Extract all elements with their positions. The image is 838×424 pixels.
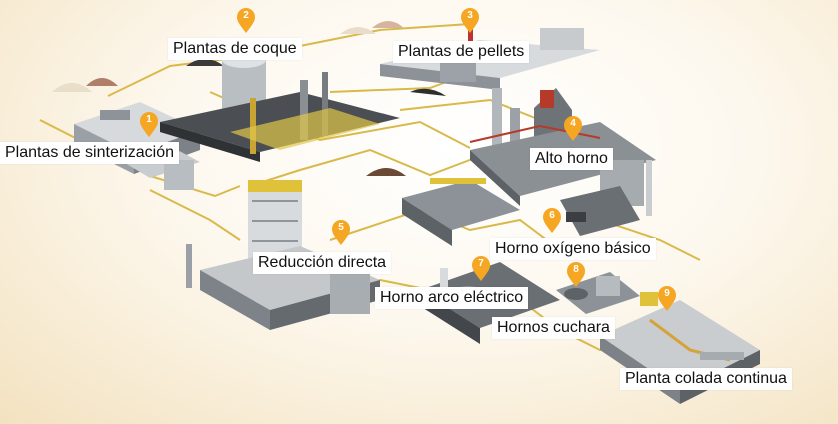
pin-marker-5: 5 [331,220,351,246]
label-blast-furnace[interactable]: Alto horno [530,148,613,170]
coke-plant-icon [160,52,400,162]
pin-marker-6: 6 [542,208,562,234]
pin-marker-7: 7 [471,256,491,282]
pin-number: 9 [664,288,670,299]
basic-oxygen-furnace-icon [402,178,640,246]
pin-marker-8: 8 [566,262,586,288]
label-coke-plants[interactable]: Plantas de coque [168,38,302,60]
label-continuous-casting[interactable]: Planta colada continua [620,368,792,390]
pin-marker-3: 3 [460,8,480,34]
raw-material-piles [52,21,446,176]
pin-marker-9: 9 [657,286,677,312]
label-pellet-plants[interactable]: Plantas de pellets [393,41,530,63]
direct-reduction-icon [186,180,380,330]
pin-number: 7 [478,258,484,269]
pin-number: 2 [243,10,249,21]
label-electric-arc-furnace[interactable]: Horno arco eléctrico [375,287,529,309]
label-ladle-furnaces[interactable]: Hornos cuchara [492,317,615,339]
pin-marker-1: 1 [139,112,159,138]
label-direct-reduction[interactable]: Reducción directa [253,252,392,274]
pin-number: 3 [467,10,473,21]
pin-number: 8 [573,264,579,275]
pin-number: 4 [570,118,576,129]
pin-number: 1 [146,114,152,125]
pin-number: 6 [549,210,555,221]
ladle-furnace-icon [556,272,640,314]
label-basic-oxygen-furnace[interactable]: Horno oxígeno básico [490,238,656,260]
pin-number: 5 [338,222,344,233]
pin-marker-2: 2 [236,8,256,34]
pin-marker-4: 4 [563,116,583,142]
label-sinter-plants[interactable]: Plantas de sinterización [0,142,179,164]
